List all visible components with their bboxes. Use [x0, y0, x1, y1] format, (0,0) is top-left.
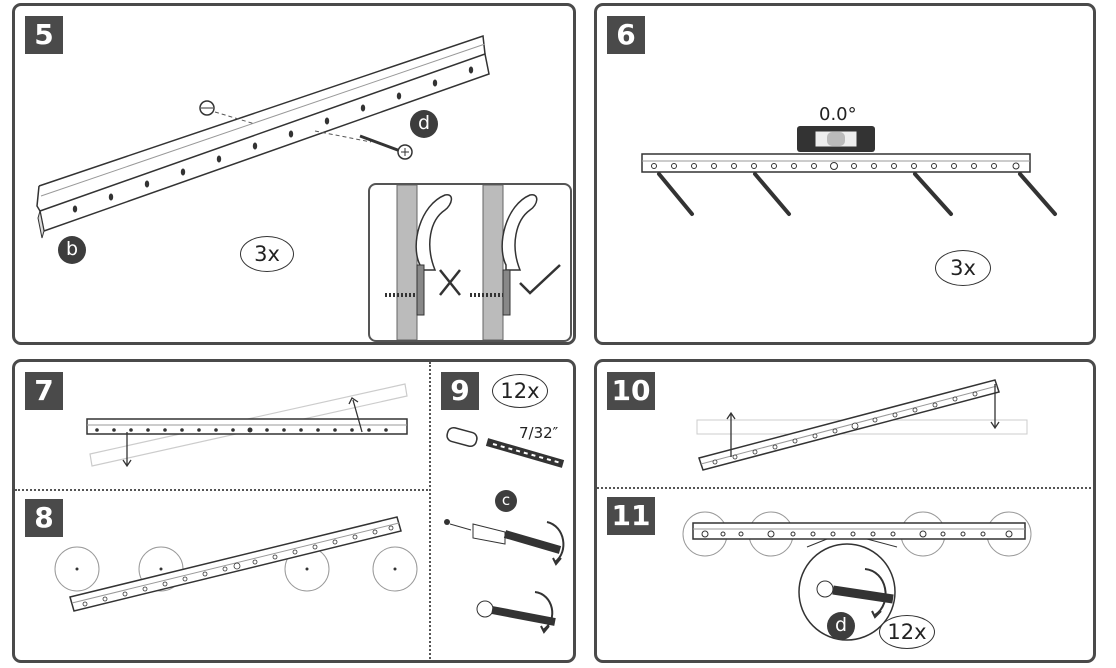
- rail-with-studs: [54, 516, 418, 612]
- callout-c: c: [495, 490, 517, 512]
- leveled-rail: [641, 126, 1057, 216]
- step-10-number: 10: [607, 372, 655, 410]
- rotate-clockwise-icon: [546, 521, 565, 563]
- divider: [429, 362, 431, 660]
- rotate-clockwise-icon: [864, 568, 887, 616]
- cross-mark-icon: [439, 269, 461, 296]
- quantity-badge: 3x: [935, 250, 991, 286]
- step-6-number: 6: [607, 16, 645, 54]
- quantity-badge: 3x: [240, 236, 294, 272]
- screw-icon: [359, 134, 413, 160]
- callout-d: d: [410, 110, 438, 138]
- callout-b: b: [58, 236, 86, 264]
- step-9-number: 9: [441, 372, 479, 410]
- divider: [15, 489, 431, 491]
- rotate-clockwise-icon: [534, 591, 554, 631]
- step-7-number: 7: [25, 372, 63, 410]
- steps-7-8-9-panel: 7 8: [12, 359, 576, 663]
- wall-rail-angled: [36, 34, 490, 239]
- rail-rotate-level: [696, 379, 1028, 471]
- rail-final-screws: [682, 511, 1032, 641]
- rail-rotate-up: [86, 383, 408, 468]
- divider: [597, 487, 1093, 489]
- wall-anchor-icon: [446, 426, 478, 448]
- check-mark-icon: [519, 264, 561, 295]
- callout-d: d: [827, 612, 855, 640]
- step-11-number: 11: [607, 497, 655, 535]
- spirit-level-icon: [797, 126, 875, 152]
- steps-10-11-panel: 10 11: [594, 359, 1096, 663]
- step-8-number: 8: [25, 499, 63, 537]
- quantity-badge: 12x: [879, 615, 935, 649]
- inset-detail: [368, 183, 572, 342]
- drill-bit-icon: [485, 438, 565, 468]
- drill-bit-size: 7/32″: [519, 424, 559, 442]
- quantity-badge: 12x: [492, 374, 548, 408]
- level-reading: 0.0°: [819, 104, 857, 125]
- anchor-install-steps: [444, 426, 565, 634]
- step-5-number: 5: [25, 16, 63, 54]
- step-6-panel: 6 0.0° 3x: [594, 3, 1096, 345]
- step-5-panel: 5: [12, 3, 576, 345]
